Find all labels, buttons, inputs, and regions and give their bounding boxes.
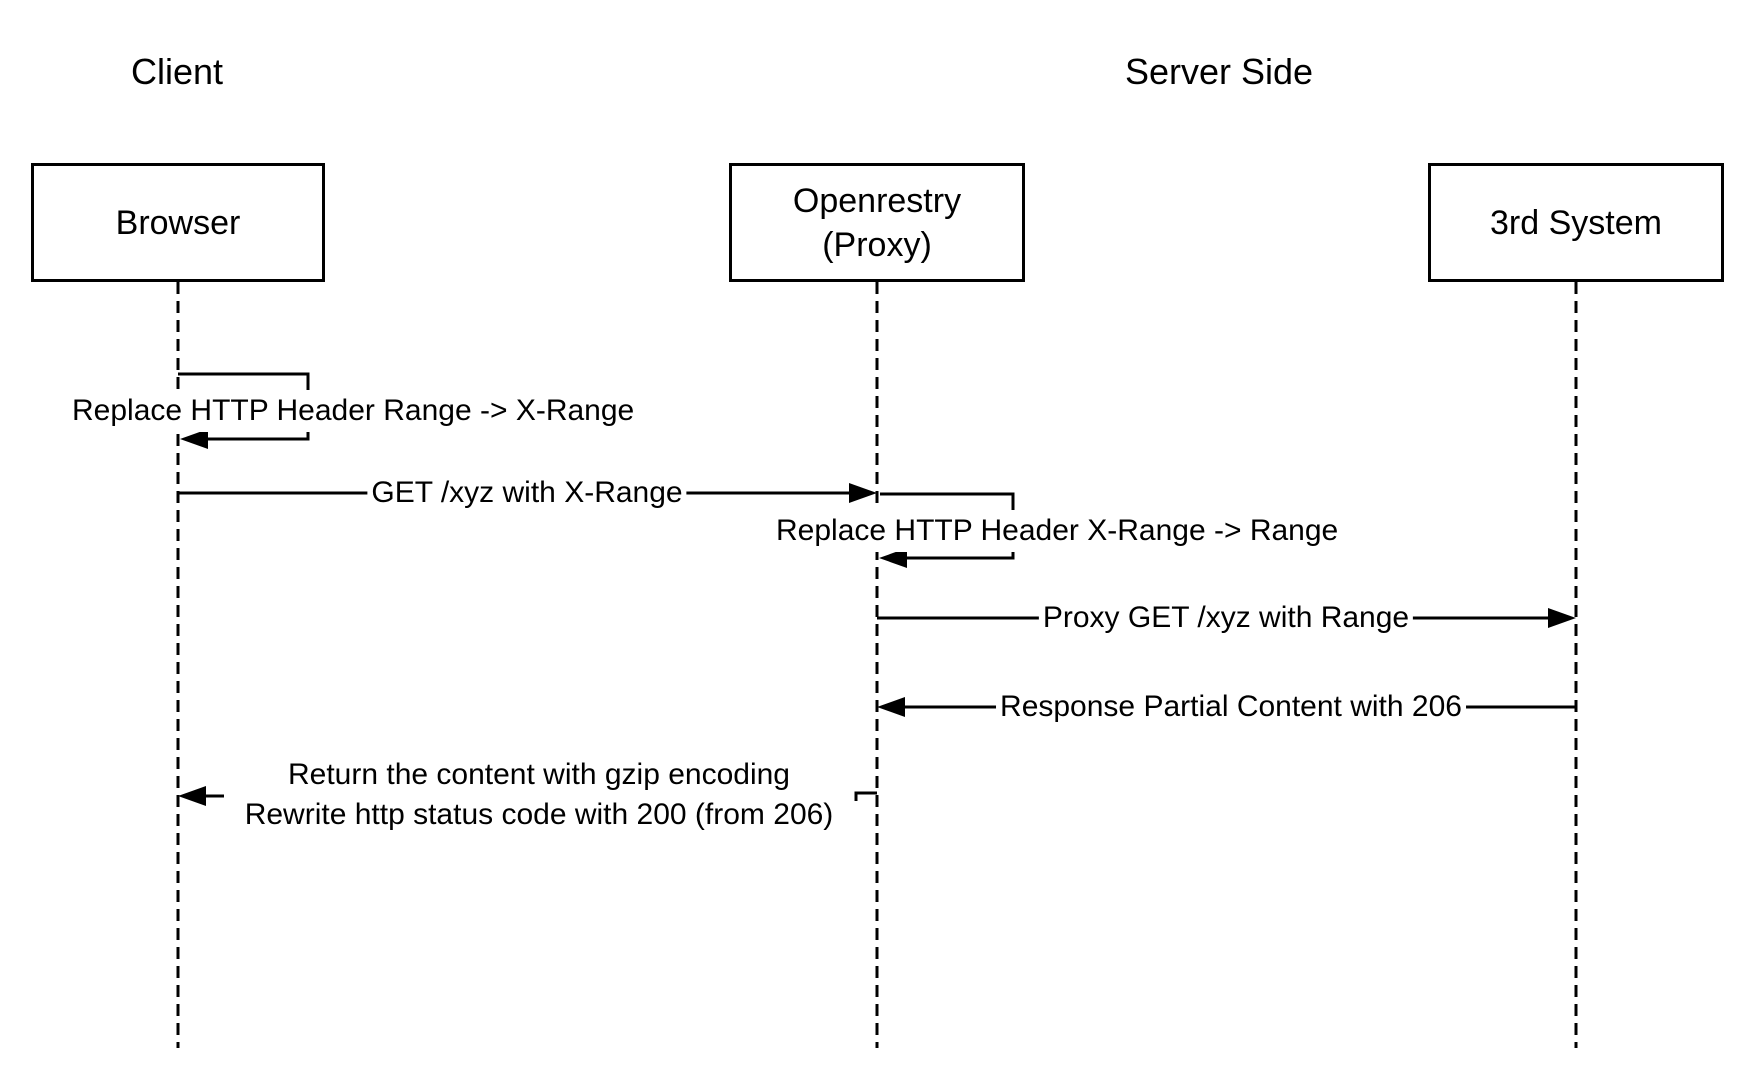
actor-box-third-system: 3rd System [1428,163,1724,282]
actor-label-browser: Browser [115,203,241,242]
message-label-get-xrange: GET /xyz with X-Range [367,472,687,514]
arrowhead-left-icon [178,786,206,806]
actor-box-browser: Browser [31,163,325,282]
actor-label-third-system: 3rd System [1490,203,1662,242]
message-label-replace-xrange: Replace HTTP Header X-Range -> Range [772,510,1343,552]
message-label-proxy-get: Proxy GET /xyz with Range [1038,597,1414,639]
message-label-return-content-line2: Rewrite http status code with 200 (from … [240,795,838,835]
actor-label-openrestry-line2: (Proxy) [822,225,932,264]
message-label-return-content-line1: Return the content with gzip encoding [240,755,838,795]
header-server-side: Server Side [1124,51,1314,92]
arrowhead-left-icon [879,548,907,568]
arrowhead-left-icon [180,429,208,449]
actor-label-openrestry-line1: Openrestry [792,181,962,220]
arrow-return-right-stub [854,791,877,801]
message-label-replace-range: Replace HTTP Header Range -> X-Range [68,390,639,432]
arrowhead-right-icon [849,483,877,503]
arrowhead-right-icon [1548,608,1576,628]
message-label-return-content: Return the content with gzip encoding Re… [240,755,838,835]
actor-box-openrestry: Openrestry (Proxy) [729,163,1025,282]
message-label-response-206: Response Partial Content with 206 [996,686,1466,728]
header-client: Client [130,51,224,92]
arrowhead-left-icon [877,697,905,717]
